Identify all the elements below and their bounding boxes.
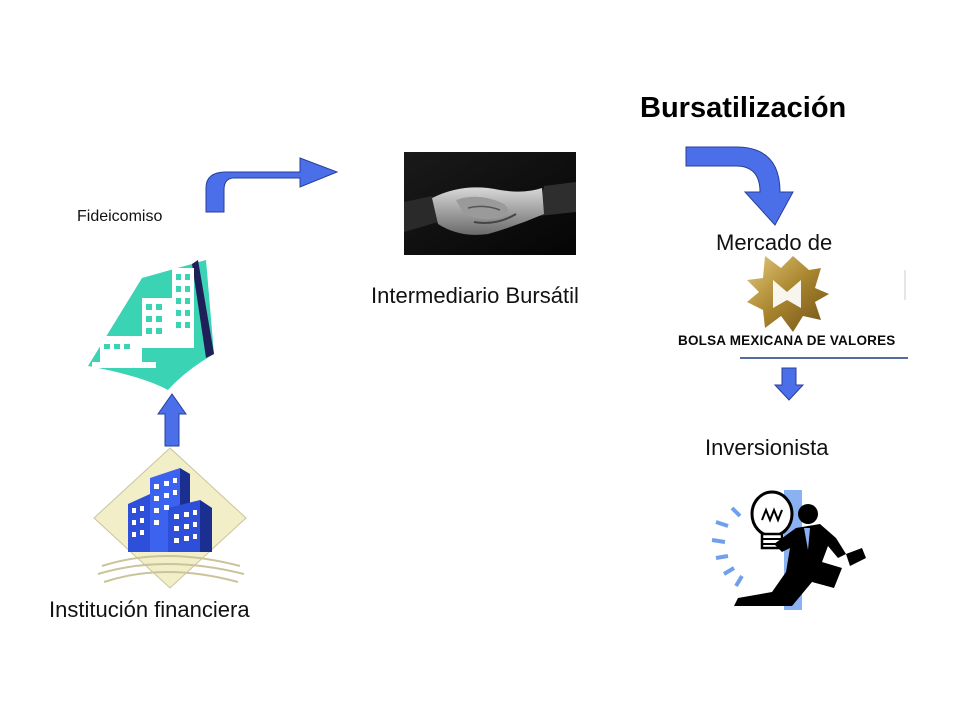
investor-lightbulb-icon: [711, 490, 866, 610]
diagram-title: Bursatilización: [640, 92, 847, 124]
blue-buildings-icon: [93, 447, 247, 589]
inversionista-label: Inversionista: [705, 435, 829, 460]
bmv-logo-text: BOLSA MEXICANA DE VALORES: [678, 333, 896, 348]
teal-building-icon: [88, 260, 214, 390]
mercado-label: Mercado de: [716, 230, 833, 255]
fideicomiso-label: Fideicomiso: [77, 208, 163, 225]
intermediario-label: Intermediario Bursátil: [371, 283, 579, 308]
bmv-logo-icon: [747, 256, 829, 332]
institucion-label: Institución financiera: [49, 597, 250, 622]
handshake-icon: [404, 152, 576, 255]
